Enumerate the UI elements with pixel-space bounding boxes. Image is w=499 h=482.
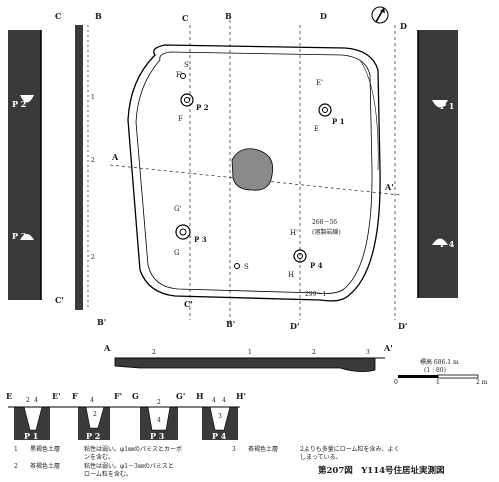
dwelling-outline xyxy=(127,44,381,302)
label-s-bottom: S xyxy=(244,263,249,271)
pit4-layer-b: 4 xyxy=(222,397,226,404)
mid-left-section xyxy=(75,25,89,310)
label-s-top: S xyxy=(184,61,189,69)
right-vertical-section xyxy=(417,30,458,298)
label-c-plan-top: C xyxy=(182,13,189,23)
scale-ratio: (1 : 80) xyxy=(424,367,446,374)
pit-header-e: E xyxy=(6,391,13,401)
label-c-plan-bottom: C' xyxy=(184,299,193,309)
label-b-plan-bottom: B' xyxy=(226,319,236,329)
legend-name-3: 茶褐色土層 xyxy=(248,446,279,453)
pit1-layer-a: 2 xyxy=(26,397,30,404)
label-e: E xyxy=(314,125,320,133)
pit4-layer-a: 4 xyxy=(212,397,216,404)
left-p3-label: P 3 xyxy=(12,231,27,241)
legend-desc-1: 粘性は弱い。φ1㎜のパミスとカーボ xyxy=(84,446,183,453)
label-c-bottom: C' xyxy=(55,295,64,305)
scale-two: 2 m xyxy=(476,379,488,386)
label-d-right-bottom: D' xyxy=(398,321,408,331)
pit2-layer-b: 2 xyxy=(93,411,97,418)
label-p2: P 2 xyxy=(196,103,209,112)
pit-header-g: G xyxy=(132,391,139,401)
label-e-prime: E' xyxy=(316,79,324,87)
label-h: H xyxy=(288,271,295,279)
a-section-profile xyxy=(114,357,385,372)
side-num-2b: 2 xyxy=(91,254,95,261)
hearth xyxy=(231,148,274,191)
legend-name-1: 黒褐色土層 xyxy=(30,446,61,453)
legend-desc2-3: しまっている。 xyxy=(300,454,342,461)
pit-header-e-prime: E' xyxy=(52,391,61,401)
a-layer-1: 2 xyxy=(152,349,156,356)
pit2-layer-a: 4 xyxy=(90,397,94,404)
legend-name-2: 茶褐色土層 xyxy=(30,463,61,470)
pit-name-p3: P 3 xyxy=(150,431,165,441)
scale-one: 1 xyxy=(436,379,440,386)
pit-name-p2: P 2 xyxy=(86,431,101,441)
pit4-layer-c: 3 xyxy=(218,413,222,420)
note-elevation: 268－56 xyxy=(312,219,338,226)
label-p1: P 1 xyxy=(332,117,345,126)
legend-num-3: 3 xyxy=(232,446,236,453)
label-a-left: A xyxy=(112,152,119,162)
a-layer-4: 3 xyxy=(366,349,370,356)
legend-num-2: 2 xyxy=(14,463,18,470)
label-h-prime: H' xyxy=(290,229,299,237)
a-layer-2: 1 xyxy=(248,349,252,356)
pit3-layer-a: 2 xyxy=(157,399,161,406)
figure-caption: 第207図 Y114号住居址実測図 xyxy=(318,466,445,476)
legend-desc2-2: ローム粒を含む。 xyxy=(84,471,132,478)
north-arrow-icon xyxy=(371,6,389,24)
label-p3: P 3 xyxy=(194,235,207,244)
label-c-top: C xyxy=(55,11,62,21)
pit-header-g-prime: G' xyxy=(176,391,186,401)
label-f-prime: F' xyxy=(176,71,183,79)
note-bottom: 299－1 xyxy=(305,291,327,298)
label-p4: P 4 xyxy=(310,261,323,270)
pit-name-p4: P 4 xyxy=(212,431,227,441)
pit-header-f-prime: F' xyxy=(114,391,123,401)
legend-desc2-1: ンを含む。 xyxy=(84,454,115,461)
legend-desc-3: 2よりも多量にローム粒を含み、よく xyxy=(300,446,400,453)
label-f: F xyxy=(178,115,183,123)
a-section-right-label: A' xyxy=(384,343,393,353)
a-section-left-label: A xyxy=(104,343,111,353)
pit-sections-drawing xyxy=(8,406,240,440)
label-d-bottom: D' xyxy=(290,321,300,331)
label-b-top: B xyxy=(95,11,102,21)
label-a-right: A' xyxy=(385,182,394,192)
label-g: G xyxy=(174,249,180,257)
pit3-layer-b: 4 xyxy=(157,417,161,424)
legend-desc-2: 粘性は弱い。φ1－3㎜のパミスと xyxy=(84,463,174,470)
note-sub: (溶製岩線) xyxy=(312,229,341,236)
label-g-prime: G' xyxy=(174,205,182,213)
right-p4-label: P 4 xyxy=(440,239,455,249)
pit1-layer-b: 4 xyxy=(34,397,38,404)
pit-name-p1: P 1 xyxy=(24,431,39,441)
scale-zero: 0 xyxy=(394,379,398,386)
scale-bar xyxy=(398,374,479,379)
postholes xyxy=(175,73,332,269)
left-p2-label: P 2 xyxy=(12,99,27,109)
legend-num-1: 1 xyxy=(14,446,18,453)
label-d-top: D xyxy=(320,11,327,21)
label-b-plan-top: B xyxy=(225,11,232,21)
scale-elevation: 標高 686.1 m xyxy=(420,359,459,366)
side-num-2: 1 xyxy=(91,94,95,101)
pit-header-h: H xyxy=(196,391,204,401)
label-d-right-top: D xyxy=(400,21,407,31)
a-layer-3: 2 xyxy=(312,349,316,356)
side-num-1: 2 xyxy=(91,157,95,164)
right-p1-label: P 1 xyxy=(440,101,455,111)
label-b-bottom: B' xyxy=(97,317,107,327)
pit-header-f: F xyxy=(72,391,78,401)
pit-header-h-prime: H' xyxy=(236,391,247,401)
left-vertical-section xyxy=(8,30,42,300)
